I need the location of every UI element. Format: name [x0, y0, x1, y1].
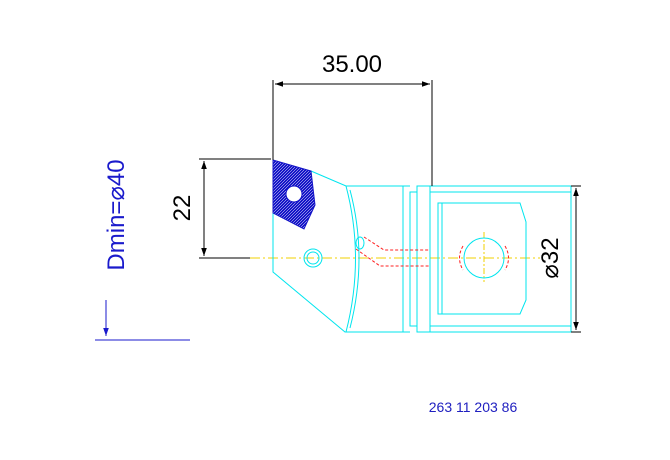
dimension-height: 22 — [169, 158, 271, 259]
length-dimension-label: 35.00 — [322, 51, 382, 78]
part-number: 263 11 203 86 — [429, 399, 518, 415]
cutting-insert — [272, 159, 316, 230]
coolant-channel — [355, 236, 509, 271]
dimension-diameter: ⌀32 — [537, 185, 581, 333]
tool-body — [272, 160, 572, 333]
dmin-label: Dmin=⌀40 — [103, 159, 130, 270]
diameter-dimension-label: ⌀32 — [537, 237, 564, 278]
height-dimension-label: 22 — [169, 195, 196, 222]
dmin-indicator: Dmin=⌀40 — [95, 159, 190, 341]
dimension-length: 35.00 — [272, 51, 433, 186]
